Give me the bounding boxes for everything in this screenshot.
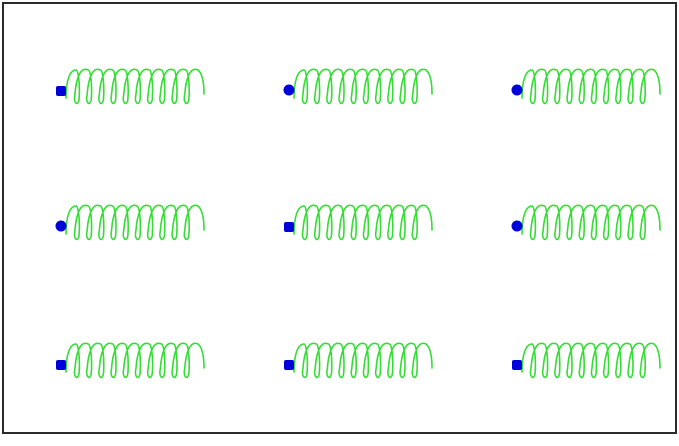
- blue-dot-marker: [511, 220, 523, 232]
- coil-spring-icon: [65, 68, 205, 105]
- coil-group-r2-c3: [511, 204, 661, 241]
- coil-group-r1-c2: [283, 68, 433, 105]
- coil-spring-icon: [521, 342, 661, 379]
- blue-dot-marker: [55, 220, 67, 232]
- coils-layer: [55, 68, 661, 379]
- coil-group-r1-c1: [56, 68, 205, 105]
- blue-dot-marker: [511, 84, 523, 96]
- blue-square-marker: [56, 86, 66, 96]
- coil-spring-icon: [521, 68, 661, 105]
- blue-square-marker: [284, 360, 294, 370]
- blue-dot-marker: [283, 84, 295, 96]
- blue-square-marker: [56, 360, 66, 370]
- coil-group-r1-c3: [511, 68, 661, 105]
- blue-square-marker: [512, 360, 522, 370]
- coil-group-r2-c1: [55, 204, 205, 241]
- coil-group-r3-c2: [284, 342, 433, 379]
- blue-square-marker: [284, 222, 294, 232]
- coil-spring-icon: [65, 204, 205, 241]
- coil-group-r3-c3: [512, 342, 661, 379]
- coil-spring-icon: [65, 342, 205, 379]
- coil-spring-icon: [293, 68, 433, 105]
- coil-group-r3-c1: [56, 342, 205, 379]
- coil-spring-icon: [293, 204, 433, 241]
- coil-spring-icon: [293, 342, 433, 379]
- coil-spring-icon: [521, 204, 661, 241]
- coil-group-r2-c2: [284, 204, 433, 241]
